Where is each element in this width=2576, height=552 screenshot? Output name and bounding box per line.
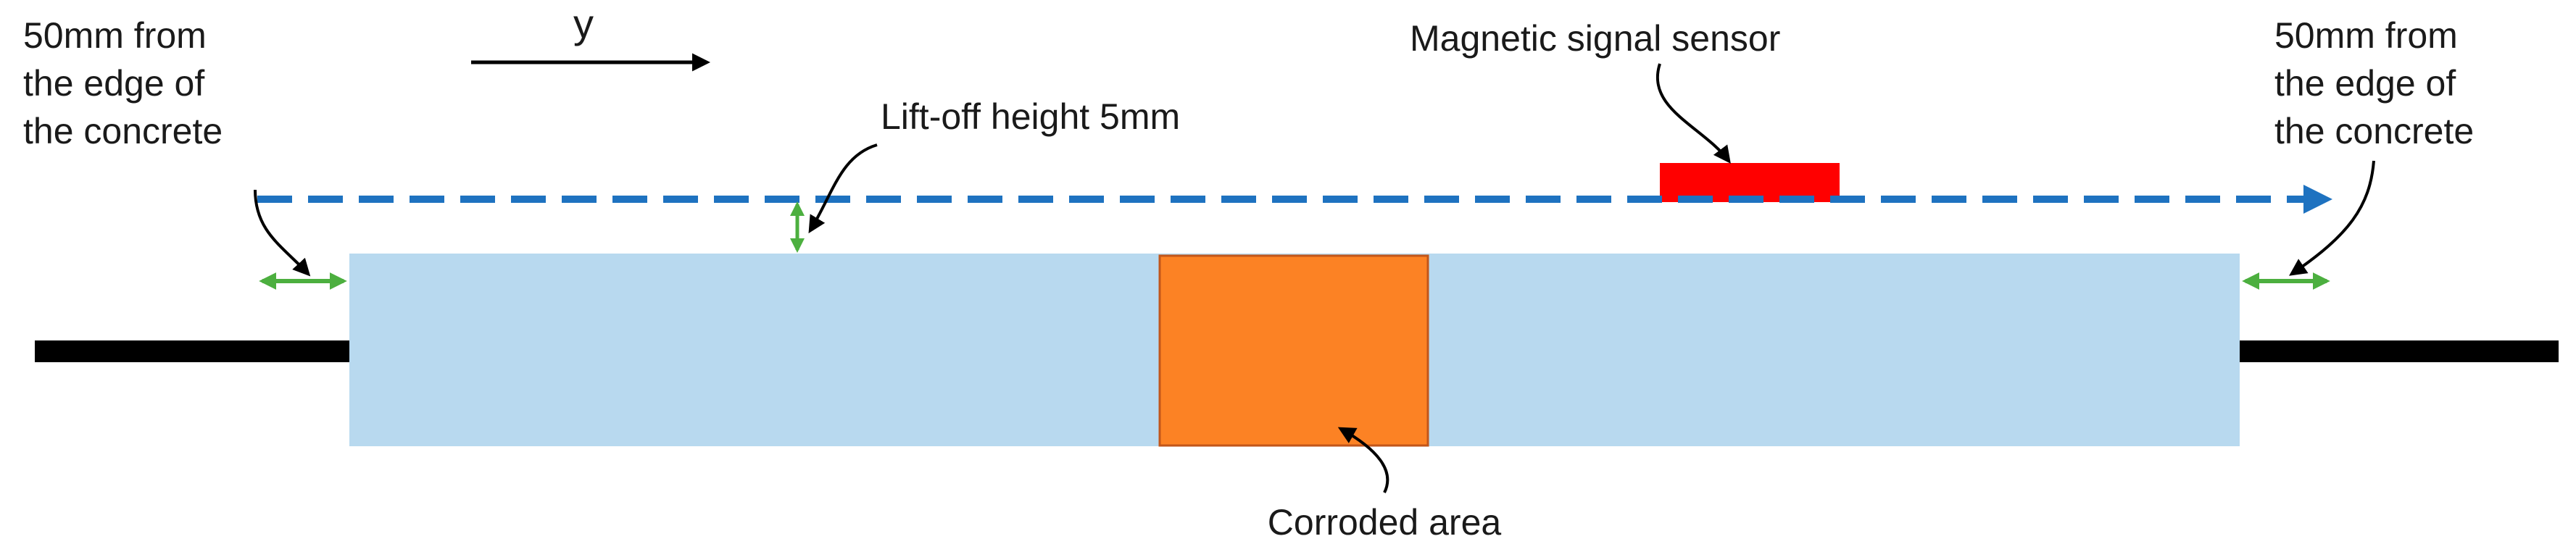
rebar-left (35, 340, 354, 362)
rebar-right (2240, 340, 2559, 362)
sensor-pointer (1655, 63, 1731, 164)
left-edge-label-line3: the concrete (23, 111, 223, 151)
right-edge-label-line1: 50mm from (2274, 15, 2458, 56)
right-edge-label-line3: the concrete (2274, 111, 2474, 151)
right-edge-label: 50mm from the edge of the concrete (2274, 15, 2474, 151)
left-edge-pointer (254, 189, 311, 277)
corroded-label: Corroded area (1268, 502, 1502, 543)
corroded-area (1158, 254, 1429, 447)
corroded-pointer (1337, 427, 1389, 493)
left-edge-label-line1: 50mm from (23, 15, 207, 56)
lift-off-pointer (808, 143, 878, 234)
right-edge-label-line2: the edge of (2274, 63, 2456, 104)
left-edge-label-line2: the edge of (23, 63, 204, 104)
right-edge-pointer (2289, 160, 2375, 276)
left-edge-label: 50mm from the edge of the concrete (23, 15, 223, 151)
sensor-label: Magnetic signal sensor (1410, 18, 1780, 59)
y-axis-label: y (573, 1, 594, 46)
lift-off-label: Lift-off height 5mm (881, 96, 1180, 137)
